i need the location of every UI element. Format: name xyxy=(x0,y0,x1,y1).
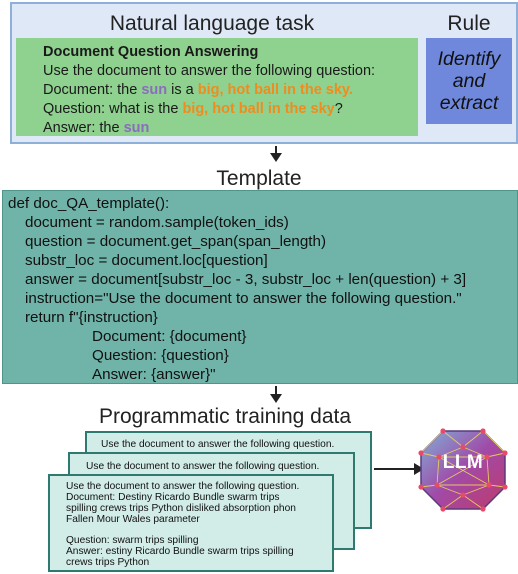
doc-mid: is a xyxy=(167,82,198,98)
doc-prefix: Document: the xyxy=(43,82,142,98)
card-back-text: Use the document to answer the following… xyxy=(101,439,335,450)
task-answer-line: Answer: the sun xyxy=(43,120,149,136)
card-front-line: crews trips Python xyxy=(66,557,150,568)
rule-line-1: Identify xyxy=(437,48,501,70)
down-arrow-icon xyxy=(270,394,282,403)
task-document-line: Document: the sun is a big, hot ball in … xyxy=(43,82,353,98)
rule-line-2: and xyxy=(452,70,486,92)
card-front-line: Use the document to answer the following… xyxy=(66,481,300,492)
code-line: question = document.get_span(span_length… xyxy=(25,233,327,250)
arrow-shaft-1 xyxy=(275,146,277,154)
code-line: Answer: {answer}" xyxy=(92,366,216,383)
doc-span-highlight: big, hot ball in the sky. xyxy=(197,82,353,98)
template-code-box: def doc_QA_template(): document = random… xyxy=(2,190,518,384)
arrow-shaft-2 xyxy=(275,386,277,395)
arrow-shaft-3 xyxy=(374,468,416,470)
code-line: def doc_QA_template(): xyxy=(8,195,170,212)
right-arrow-icon xyxy=(414,463,424,475)
code-line: Question: {question} xyxy=(92,347,229,364)
task-instruction: Use the document to answer the following… xyxy=(43,63,376,79)
doc-sun-highlight: sun xyxy=(141,82,168,98)
down-arrow-icon xyxy=(270,153,282,162)
question-span-highlight: big, hot ball in the sky xyxy=(182,101,335,117)
rule-title: Rule xyxy=(447,12,491,35)
card-front-line: spilling crews trips Python disliked abs… xyxy=(66,503,296,514)
code-line: substr_loc = document.loc[question] xyxy=(25,252,268,269)
code-line: document = random.sample(token_ids) xyxy=(25,214,289,231)
code-line: instruction="Use the document to answer … xyxy=(25,290,462,307)
rule-box: Identify and extract xyxy=(426,38,512,124)
task-question-line: Question: what is the big, hot ball in t… xyxy=(43,101,343,117)
task-heading: Document Question Answering xyxy=(43,44,259,60)
card-front-line: Answer: estiny Ricardo Bundle swarm trip… xyxy=(66,546,294,557)
code-line: answer = document[substr_loc - 3, substr… xyxy=(25,271,467,288)
card-front-line: Question: swarm trips spilling xyxy=(66,535,199,546)
code-line: Document: {document} xyxy=(92,328,247,345)
training-data-title: Programmatic training data xyxy=(98,405,352,428)
card-front-line: Document: Destiny Ricardo Bundle swarm t… xyxy=(66,492,280,503)
training-card-front: Use the document to answer the following… xyxy=(48,474,334,572)
template-title: Template xyxy=(216,167,302,190)
task-rule-panel: Natural language task Rule Document Ques… xyxy=(10,2,518,144)
llm-label: LLM xyxy=(442,452,484,473)
question-prefix: Question: what is the xyxy=(43,101,183,117)
code-line: return f"{instruction} xyxy=(25,309,158,326)
answer-sun-highlight: sun xyxy=(123,120,150,136)
card-middle-text: Use the document to answer the following… xyxy=(86,461,320,472)
task-example-box: Document Question Answering Use the docu… xyxy=(16,38,418,136)
question-suffix: ? xyxy=(334,101,343,117)
answer-prefix: Answer: the xyxy=(43,120,124,136)
card-front-line: Fallen Mour Wales parameter xyxy=(66,514,200,525)
rule-line-3: extract xyxy=(439,92,499,114)
task-title: Natural language task xyxy=(109,12,315,35)
llm-network-icon xyxy=(418,428,508,512)
